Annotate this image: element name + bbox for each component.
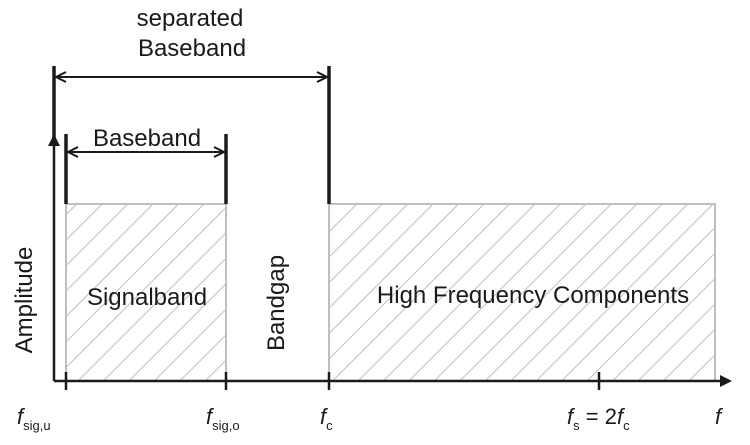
signalband-label: Signalband (87, 284, 207, 311)
bandgap-label: Bandgap (263, 255, 290, 351)
signalband-region (65, 203, 227, 382)
x-axis-label: f (715, 404, 724, 429)
separated-label-line2: Baseband (138, 35, 246, 62)
high-frequency-label: High Frequency Components (377, 282, 689, 309)
tick-label-fsig-o: fsig,o (206, 404, 240, 433)
separated-label-line1: separated (137, 5, 244, 32)
high-frequency-region (328, 203, 716, 382)
y-axis-label: Amplitude (11, 247, 38, 354)
tick-label-fc: fc (320, 404, 333, 433)
tick-label-fsig-u: fsig,u (17, 404, 51, 433)
baseband-label: Baseband (93, 125, 201, 152)
tick-label-fs: fs = 2fc (567, 404, 630, 433)
